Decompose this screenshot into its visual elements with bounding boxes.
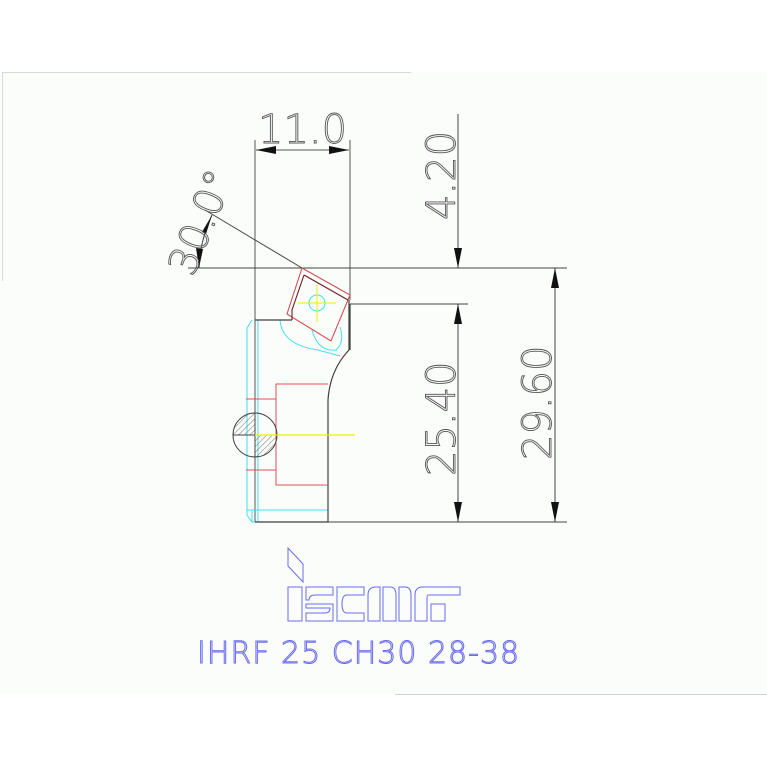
angle-dimension xyxy=(188,209,567,269)
sheet-bottom-border xyxy=(395,694,767,695)
brand-logo xyxy=(287,546,461,622)
clamp-outline xyxy=(246,294,343,523)
insert-centerline xyxy=(298,285,336,322)
top-offset-dimension xyxy=(454,114,462,268)
inner-height-dimension xyxy=(350,303,468,522)
drawing-sheet-border xyxy=(2,72,411,281)
width-dimension-label: 11.0 xyxy=(258,107,347,153)
total-height-dimension xyxy=(328,268,567,523)
total-height-dimension-label: 29.60 xyxy=(515,345,561,460)
top-offset-dimension-label: 4.20 xyxy=(419,131,465,220)
drawing-title: IHRF 25 CH30 28-38 xyxy=(197,636,520,671)
inner-height-dimension-label: 25.40 xyxy=(419,361,465,476)
width-dimension xyxy=(254,140,351,522)
body-outline xyxy=(255,300,351,523)
angle-dimension-label: 30.0° xyxy=(160,163,244,281)
insert-outline xyxy=(286,267,351,342)
